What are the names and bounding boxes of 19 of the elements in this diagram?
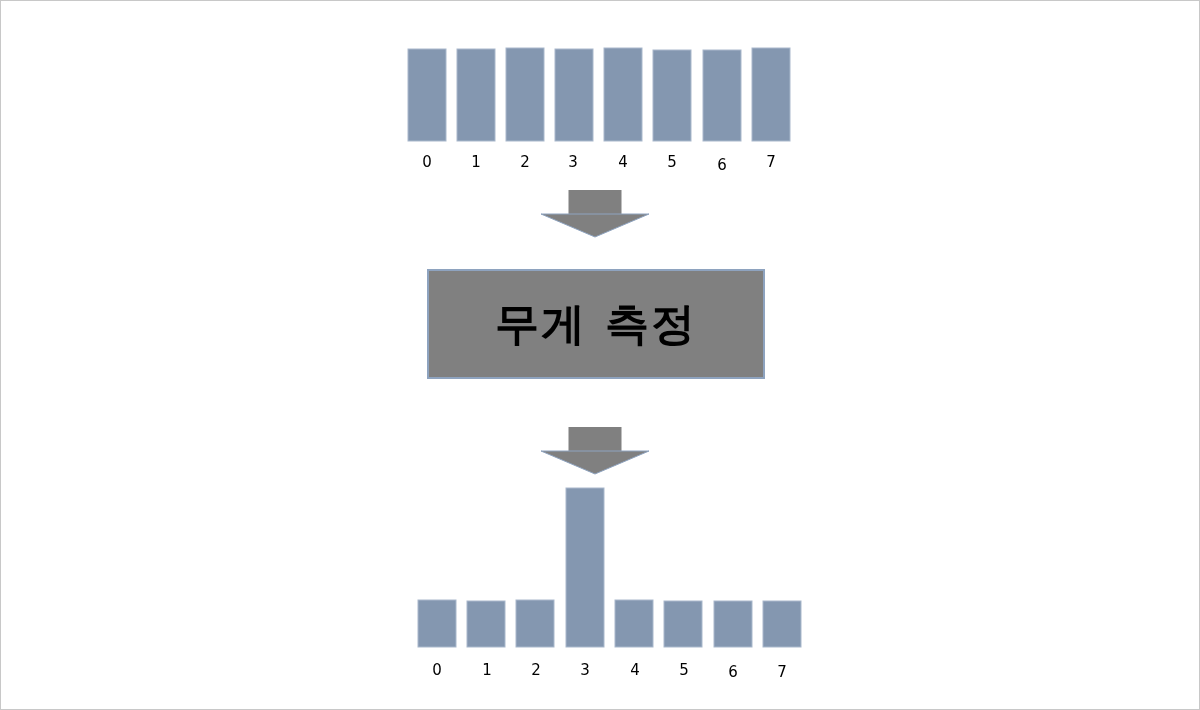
bar-label: 6 — [728, 663, 738, 681]
bar-label: 5 — [667, 153, 677, 171]
bar-drawing — [417, 487, 802, 648]
bar-drawing — [407, 47, 791, 142]
bar-label: 5 — [679, 661, 689, 679]
bar-label: 2 — [520, 153, 530, 171]
bar-label: 0 — [422, 153, 432, 171]
bar-label: 1 — [471, 153, 481, 171]
bar-label: 4 — [618, 153, 628, 171]
bar-label: 7 — [777, 663, 787, 681]
bar-label: 4 — [630, 661, 640, 679]
bar-label: 2 — [531, 661, 541, 679]
bar-label: 0 — [432, 661, 442, 679]
process-box: 무게 측정 — [427, 269, 765, 379]
bar-label: 3 — [580, 661, 590, 679]
bar-label: 1 — [482, 661, 492, 679]
bar-label: 6 — [717, 156, 727, 174]
bar-label: 7 — [766, 153, 776, 171]
bar-label: 3 — [568, 153, 578, 171]
